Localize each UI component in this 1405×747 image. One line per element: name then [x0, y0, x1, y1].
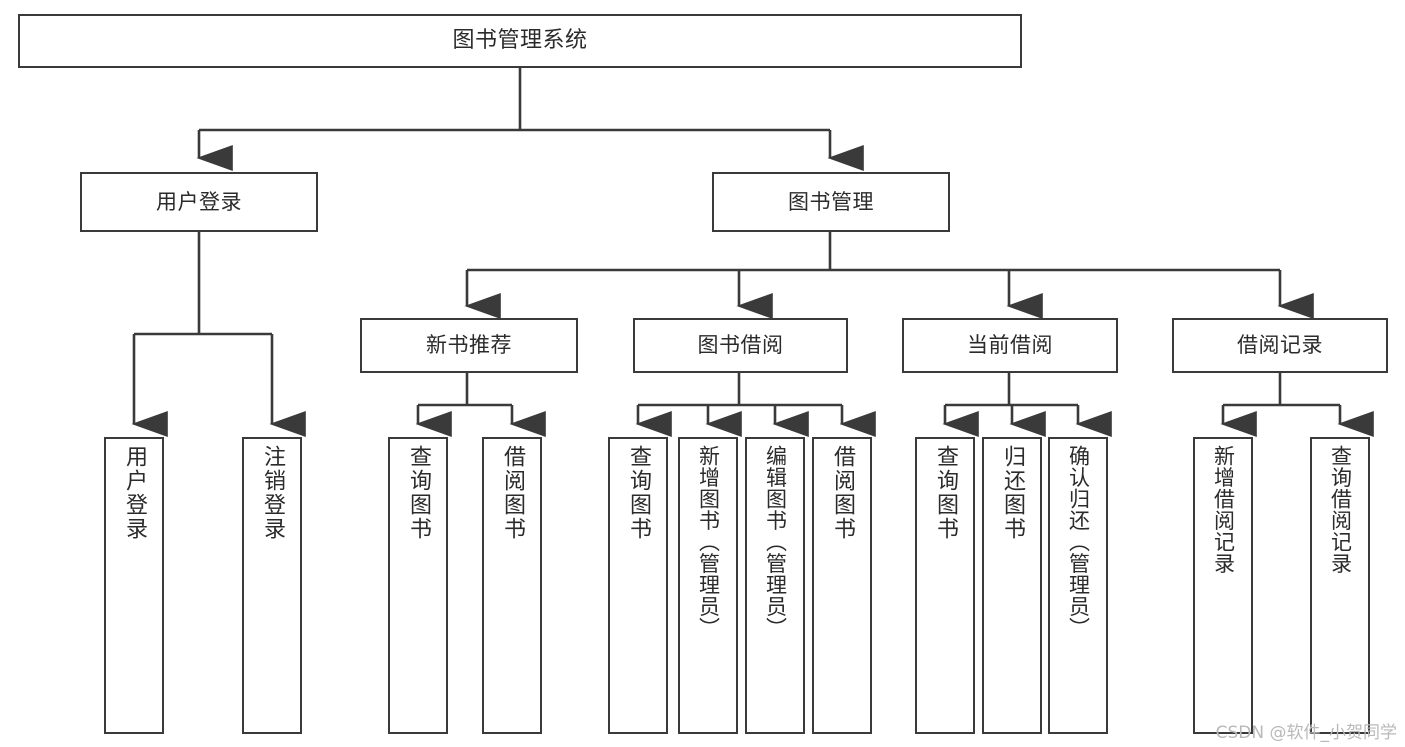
- leaf-query-book-recommend[interactable]: 查询图书: [388, 437, 448, 734]
- leaf-query-borrow-record[interactable]: 查询借阅记录: [1310, 437, 1370, 734]
- node-label: 当前借阅: [967, 333, 1053, 358]
- node-book-borrow[interactable]: 图书借阅: [633, 318, 848, 373]
- node-book-management[interactable]: 图书管理: [712, 172, 950, 232]
- node-new-book-recommend[interactable]: 新书推荐: [360, 318, 578, 373]
- leaf-query-book-current[interactable]: 查询图书: [915, 437, 975, 734]
- node-label: 图书借阅: [697, 333, 784, 358]
- leaf-return-book[interactable]: 归还图书: [982, 437, 1042, 734]
- node-label: 新书推荐: [426, 333, 512, 358]
- node-book-management-system[interactable]: 图书管理系统: [18, 14, 1022, 68]
- node-user-login[interactable]: 用户登录: [80, 172, 318, 232]
- node-label: 查询图书: [626, 445, 651, 541]
- node-label: 注销登录: [260, 445, 285, 541]
- leaf-borrow-book[interactable]: 借阅图书: [812, 437, 872, 734]
- leaf-borrow-book-recommend[interactable]: 借阅图书: [482, 437, 542, 734]
- node-label: 借阅图书: [500, 445, 525, 541]
- node-label: 编辑图书（管理员）: [763, 445, 788, 639]
- node-label: 图书管理: [788, 189, 874, 214]
- node-label: 查询图书: [933, 445, 958, 541]
- leaf-confirm-return-admin[interactable]: 确认归还（管理员）: [1048, 437, 1108, 734]
- node-label: 用户登录: [122, 445, 147, 541]
- leaf-edit-book-admin[interactable]: 编辑图书（管理员）: [745, 437, 805, 734]
- node-label: 确认归还（管理员）: [1066, 445, 1091, 639]
- node-label: 归还图书: [1000, 445, 1025, 541]
- node-current-borrow[interactable]: 当前借阅: [902, 318, 1118, 373]
- leaf-user-login[interactable]: 用户登录: [104, 437, 164, 734]
- node-label: 用户登录: [156, 189, 242, 214]
- csdn-watermark: CSDN @软件_小贺同学: [1215, 723, 1397, 743]
- node-label: 图书管理系统: [452, 28, 588, 54]
- node-label: 借阅记录: [1237, 333, 1323, 358]
- node-label: 查询借阅记录: [1328, 445, 1353, 574]
- leaf-add-borrow-record[interactable]: 新增借阅记录: [1193, 437, 1253, 734]
- node-label: 借阅图书: [830, 445, 855, 541]
- leaf-add-book-admin[interactable]: 新增图书（管理员）: [678, 437, 738, 734]
- node-label: 新增借阅记录: [1211, 445, 1236, 574]
- node-label: 查询图书: [406, 445, 431, 541]
- node-borrow-record[interactable]: 借阅记录: [1172, 318, 1388, 373]
- leaf-logout-login[interactable]: 注销登录: [242, 437, 302, 734]
- node-label: 新增图书（管理员）: [696, 445, 721, 639]
- leaf-query-book-borrow[interactable]: 查询图书: [608, 437, 668, 734]
